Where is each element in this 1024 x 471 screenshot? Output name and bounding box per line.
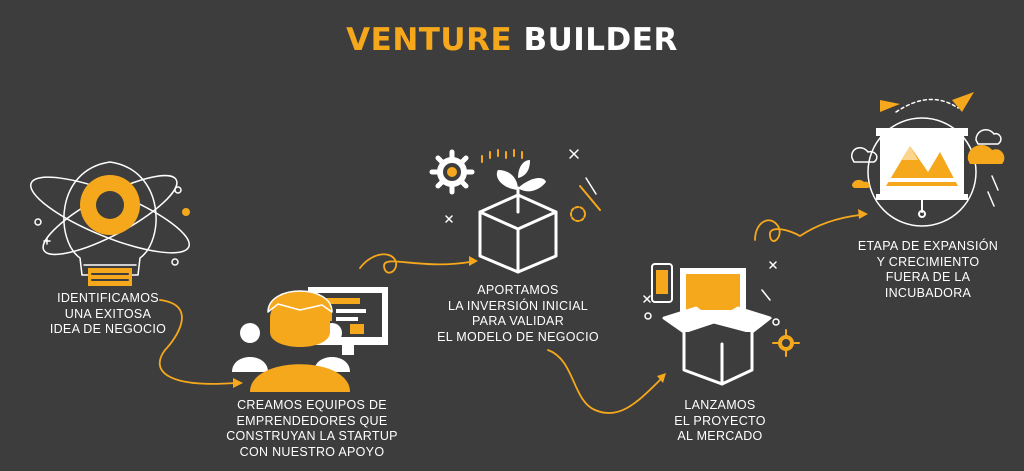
growing-box-icon: [432, 150, 600, 272]
presentation-board-icon: [852, 92, 1005, 226]
lightbulb-icon: [23, 162, 197, 286]
step-initial-investment: APORTAMOS LA INVERSIÓN INICIAL PARA VALI…: [428, 283, 608, 345]
step-expansion-growth: ETAPA DE EXPANSIÓN Y CRECIMIENTO FUERA D…: [838, 239, 1018, 301]
team-icon: [232, 287, 388, 392]
gear-icon: [432, 152, 472, 192]
step-identify-idea: IDENTIFICAMOS UNA EXITOSA IDEA DE NEGOCI…: [28, 291, 188, 338]
step-build-teams: CREAMOS EQUIPOS DE EMPRENDEDORES QUE CON…: [212, 398, 412, 460]
launch-box-icon: [644, 262, 799, 384]
connector-arrow-4: [755, 215, 860, 241]
step-launch-project: LANZAMOS EL PROYECTO AL MERCADO: [640, 398, 800, 445]
connector-arrow-2: [360, 254, 470, 272]
